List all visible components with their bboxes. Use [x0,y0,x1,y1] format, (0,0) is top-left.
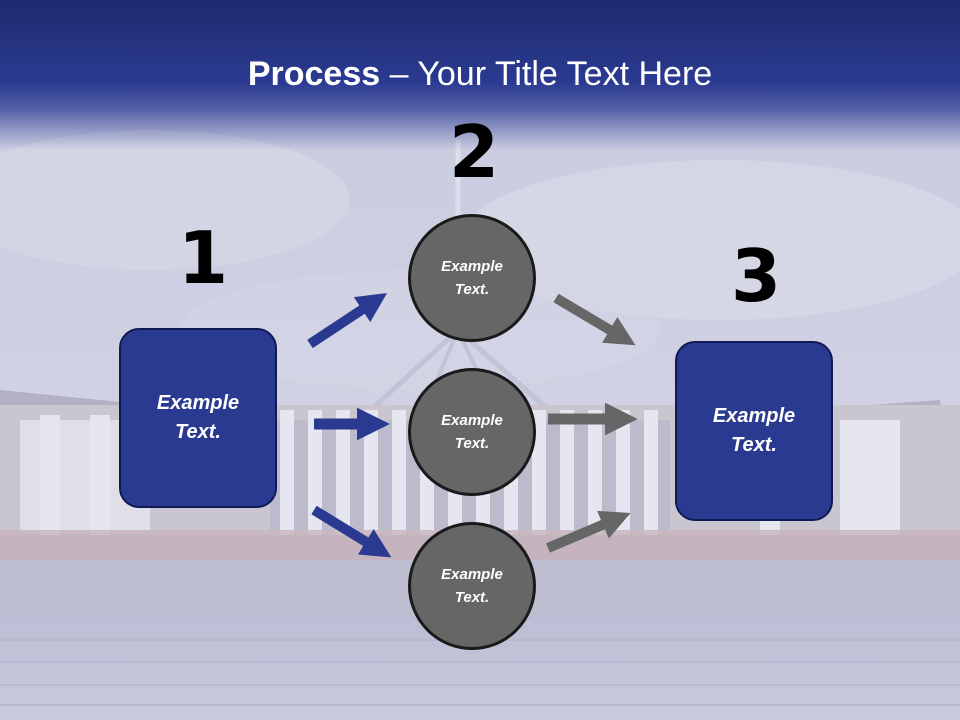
step-1-box[interactable]: Example Text. [119,328,277,508]
step-3-box[interactable]: Example Text. [675,341,833,521]
step-number-2: 2 [449,110,500,194]
step-2-circle-middle-text: Example Text. [441,412,503,452]
step-2-circle-bottom[interactable]: Example Text. [408,522,536,650]
step-number-1: 1 [178,216,229,300]
step-3-text: Example Text. [712,405,796,456]
title-rest: – Your Title Text Here [380,55,713,93]
arrow-1-to-2-top [307,293,388,349]
title-bar [0,0,960,150]
step-2-circle-middle[interactable]: Example Text. [408,368,536,496]
step-2-circle-top-text: Example Text. [441,258,503,298]
step-1-text: Example Text. [156,392,240,443]
step-number-3: 3 [731,234,782,318]
step-2-circle-bottom-text: Example Text. [441,566,503,606]
title-bold: Process [247,55,381,93]
arrow-2-bottom-to-3 [546,510,631,553]
arrow-1-to-2-bottom [311,505,392,558]
arrow-2-top-to-3 [553,293,636,346]
slide-title: Process – Your Title Text Here [0,52,960,96]
step-2-circle-top[interactable]: Example Text. [408,214,536,342]
